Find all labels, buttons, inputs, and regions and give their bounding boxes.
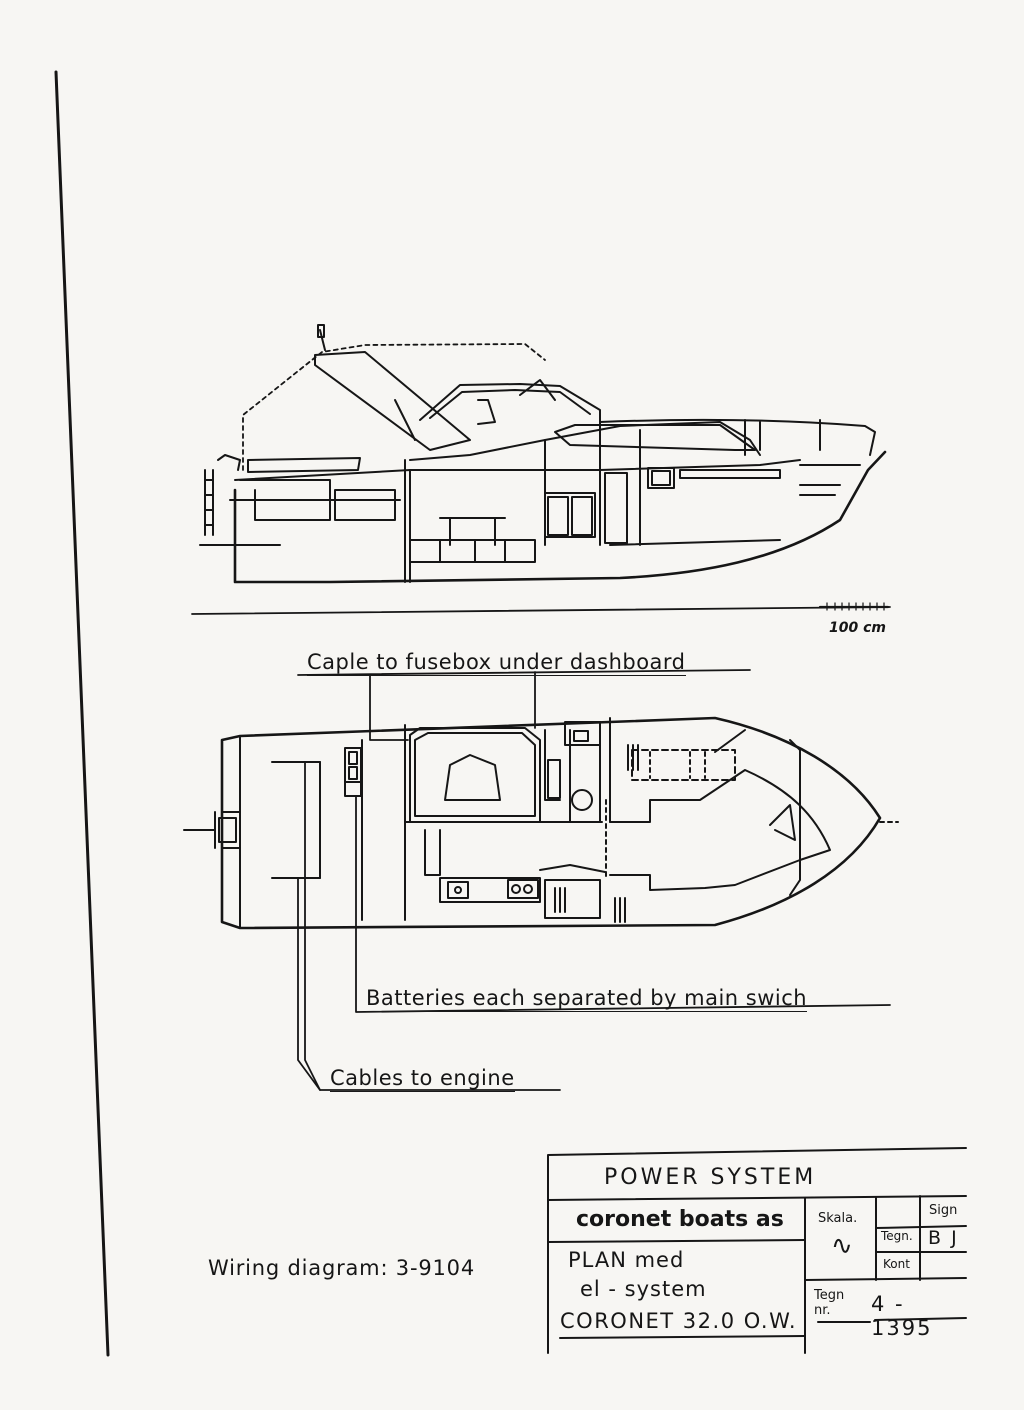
- title-block-title: POWER SYSTEM: [604, 1165, 817, 1190]
- title-block-frame: [547, 1147, 967, 1354]
- annotation-caple: Caple to fusebox under dashboard: [307, 650, 686, 676]
- scale-caption: 100 cm: [829, 620, 886, 636]
- description-line1: PLAN med: [568, 1248, 685, 1272]
- kont-label: Kont: [883, 1257, 910, 1271]
- plan-view: [183, 716, 899, 930]
- tegn-nr-value: 4 - 1395: [871, 1292, 933, 1340]
- tegn-label: Tegn.: [881, 1229, 913, 1243]
- wiring-diagram-ref: Wiring diagram: 3-9104: [208, 1256, 475, 1280]
- leader-lines: [297, 669, 891, 1091]
- annotation-cables: Cables to engine: [330, 1066, 515, 1092]
- model-name: CORONET 32.0 O.W.: [560, 1309, 798, 1333]
- sign-label: Sign: [929, 1203, 958, 1218]
- company-name: coronet boats as: [576, 1207, 784, 1232]
- skala-label: Skala.: [818, 1211, 858, 1226]
- description-line2: el - system: [580, 1277, 707, 1301]
- annotation-batteries: Batteries each separated by main swich: [366, 986, 808, 1012]
- tegn-sign-value: B J: [928, 1227, 959, 1249]
- title-block: POWER SYSTEM coronet boats as PLAN med e…: [548, 1155, 968, 1353]
- skala-value: ∿: [831, 1231, 853, 1261]
- tegn-nr-label: Tegn nr.: [814, 1288, 845, 1318]
- margin-line: [54, 70, 110, 1357]
- scale-bar: [191, 602, 891, 615]
- side-elevation: [199, 324, 887, 584]
